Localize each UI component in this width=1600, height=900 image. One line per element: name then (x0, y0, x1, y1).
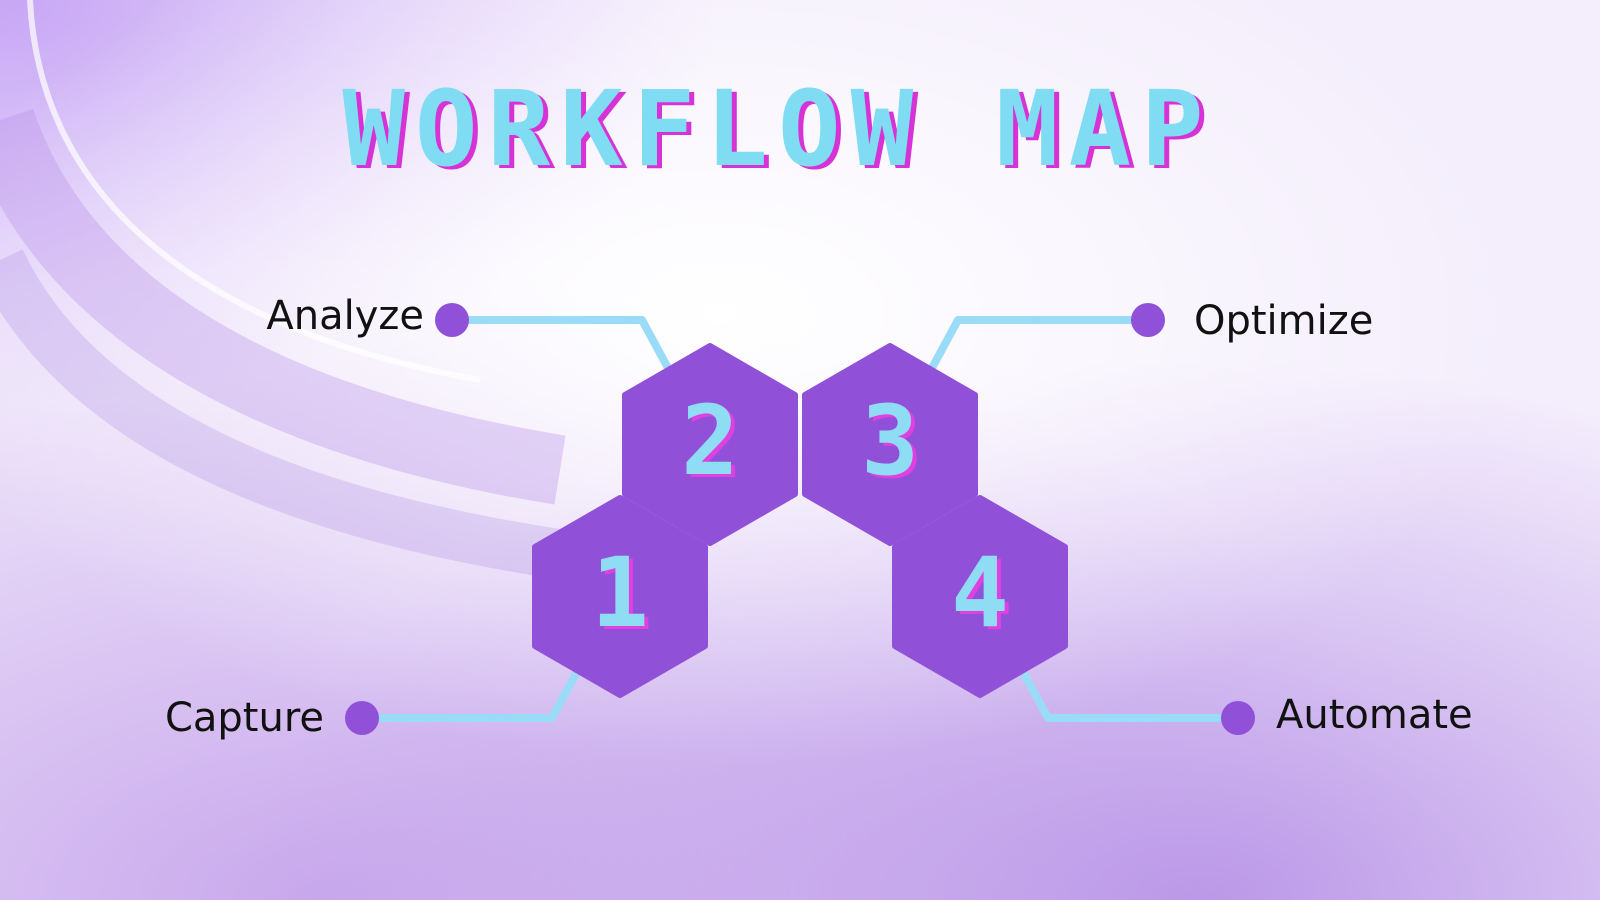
connector-capture (358, 666, 582, 722)
page-title: WORKFLOW MAP WORKFLOW MAP (342, 68, 1218, 193)
connector-dots (345, 303, 1255, 735)
connector-lines (358, 316, 1242, 722)
hexagon-step-1: 1 1 (532, 495, 708, 698)
connector-automate (1018, 666, 1242, 722)
hexagon-step-2: 2 2 (622, 343, 798, 546)
dot-analyze (435, 303, 469, 337)
hex-number-shadow: 3 (865, 388, 923, 500)
hex-number-shadow: 1 (595, 540, 653, 652)
hex-number-shadow: 2 (685, 388, 743, 500)
connector-optimize (928, 316, 1152, 372)
connector-analyze (448, 316, 672, 372)
dot-automate (1221, 701, 1255, 735)
step-label-optimize: Optimize (1194, 298, 1373, 344)
title-shadow: WORKFLOW MAP (347, 71, 1218, 193)
step-label-analyze: Analyze (266, 293, 424, 339)
hex-number-4: 4 (951, 537, 1009, 649)
step-label-automate: Automate (1276, 692, 1473, 738)
hex-number-1: 1 (591, 537, 649, 649)
hex-number-3: 3 (861, 385, 919, 497)
step-label-capture: Capture (165, 695, 324, 741)
title-text: WORKFLOW MAP (342, 68, 1213, 190)
hex-number-shadow: 4 (955, 540, 1013, 652)
hexagon-step-4: 4 4 (892, 495, 1068, 698)
dot-capture (345, 701, 379, 735)
dot-optimize (1131, 303, 1165, 337)
hexagon-step-3: 3 3 (802, 343, 978, 546)
hex-number-2: 2 (681, 385, 739, 497)
